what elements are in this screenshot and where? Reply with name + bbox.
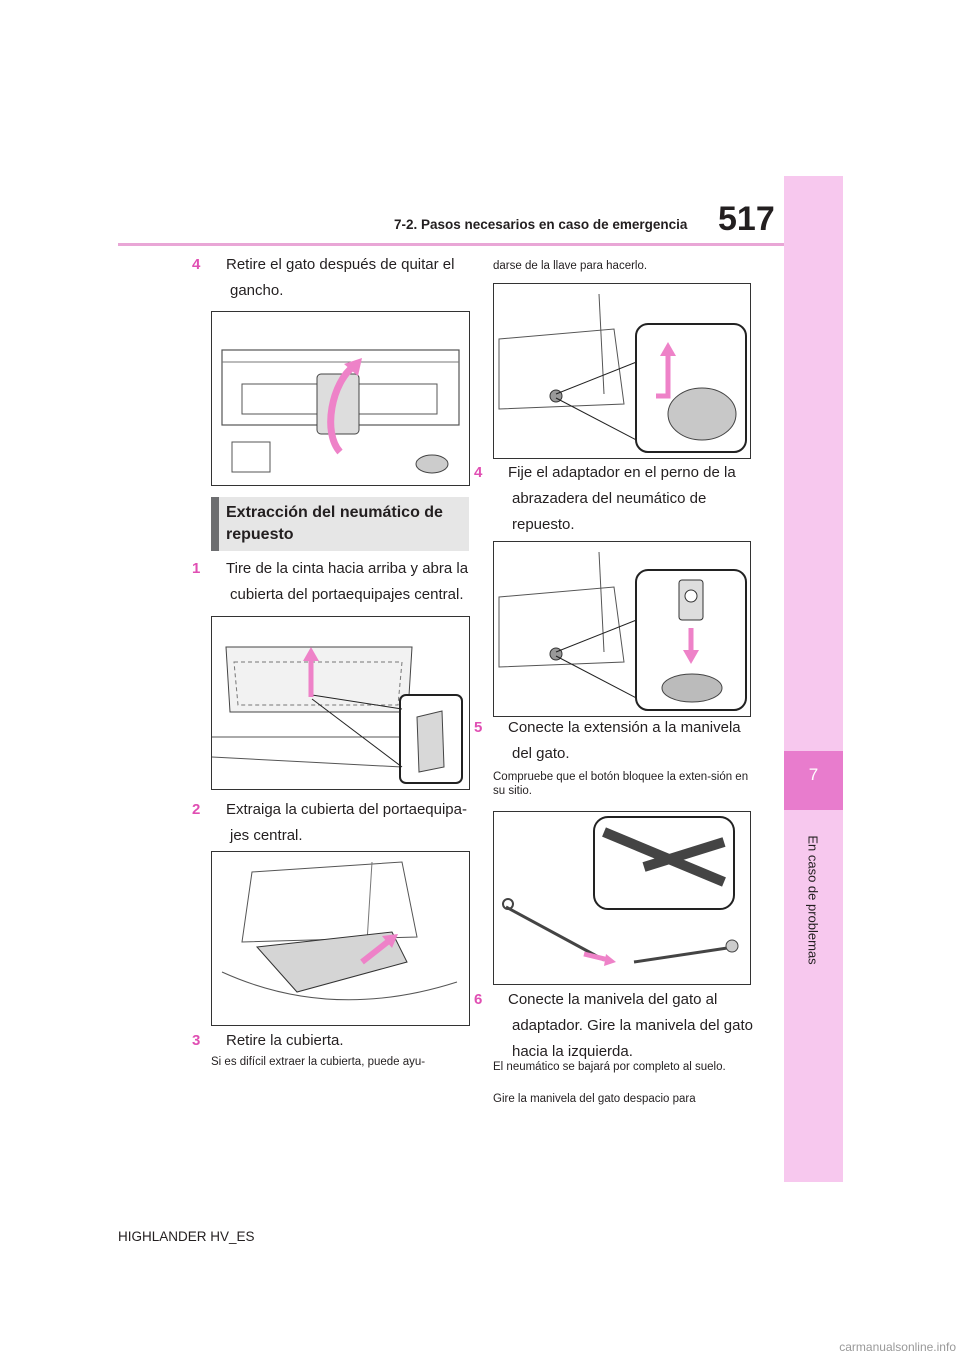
step-4-right: 4 Fije el adaptador en el perno de la abr…	[474, 460, 755, 538]
step-number: 5	[474, 719, 483, 736]
header-divider	[118, 243, 785, 246]
chapter-number: 7	[808, 765, 819, 784]
step-number: 6	[474, 991, 483, 1008]
illustration-adapter	[493, 541, 751, 717]
step-number: 4	[192, 256, 201, 273]
step-3: 3 Retire la cubierta.	[192, 1028, 473, 1054]
jack-removal-drawing	[221, 349, 460, 474]
illustration-jack-handle	[493, 811, 751, 985]
step-number: 1	[192, 560, 201, 577]
step-6-note-2: Gire la manivela del gato despacio para	[493, 1093, 696, 1105]
continued-note: darse de la llave para hacerlo.	[493, 260, 648, 272]
heading-text: Extracción del neumático de repuesto	[226, 504, 443, 543]
illustration-spare-bolt	[493, 283, 751, 459]
step-number: 4	[474, 464, 483, 481]
page-number: 517	[718, 200, 775, 238]
adapter-drawing	[498, 551, 747, 711]
step-text: Tire de la cinta hacia arriba y abra la …	[226, 560, 469, 603]
illustration-jack-removal	[211, 311, 470, 486]
watermark: carmanualsonline.info	[839, 1340, 956, 1354]
step-text: Extraiga la cubierta del portaequipa-jes…	[226, 801, 467, 844]
step-4-left: 4 Retire el gato después de quitar el gan…	[192, 252, 471, 304]
step-text: Fije el adaptador en el perno de la abra…	[508, 464, 736, 533]
step-3-note: Si es difícil extraer la cubierta, puede…	[211, 1056, 426, 1068]
jack-handle-drawing	[502, 816, 739, 966]
illustration-open-cover	[211, 616, 470, 790]
section-title: 7-2. Pasos necesarios en caso de emergen…	[394, 217, 688, 232]
remove-cover-drawing	[221, 861, 458, 1001]
step-number: 3	[192, 1032, 201, 1049]
heading-bar	[211, 497, 219, 551]
step-6-note-1: El neumático se bajará por completo al s…	[493, 1061, 726, 1073]
step-5: 5 Conecte la extensión a la manivela del …	[474, 715, 755, 767]
chapter-label: En caso de problemas	[805, 835, 821, 965]
illustration-remove-cover	[211, 851, 470, 1026]
chapter-number-box	[784, 751, 843, 810]
open-cover-drawing	[212, 646, 463, 784]
step-number: 2	[192, 801, 201, 818]
step-5-note: Compruebe que el botón bloquee la exten-…	[493, 771, 749, 797]
step-text: Retire la cubierta.	[226, 1032, 344, 1049]
chapter-tab	[784, 176, 843, 1182]
section-heading: Extracción del neumático de repuesto	[211, 497, 469, 551]
step-text: Conecte la extensión a la manivela del g…	[508, 719, 741, 762]
step-2: 2 Extraiga la cubierta del portaequipa-je…	[192, 797, 473, 849]
step-1: 1 Tire de la cinta hacia arriba y abra la…	[192, 556, 473, 608]
step-6: 6 Conecte la manivela del gato al adaptad…	[474, 987, 755, 1065]
step-text: Retire el gato después de quitar el ganc…	[226, 256, 455, 299]
spare-bolt-drawing	[498, 293, 747, 453]
footer-model: HIGHLANDER HV_ES	[118, 1229, 255, 1244]
step-text: Conecte la manivela del gato al adaptado…	[508, 991, 753, 1060]
